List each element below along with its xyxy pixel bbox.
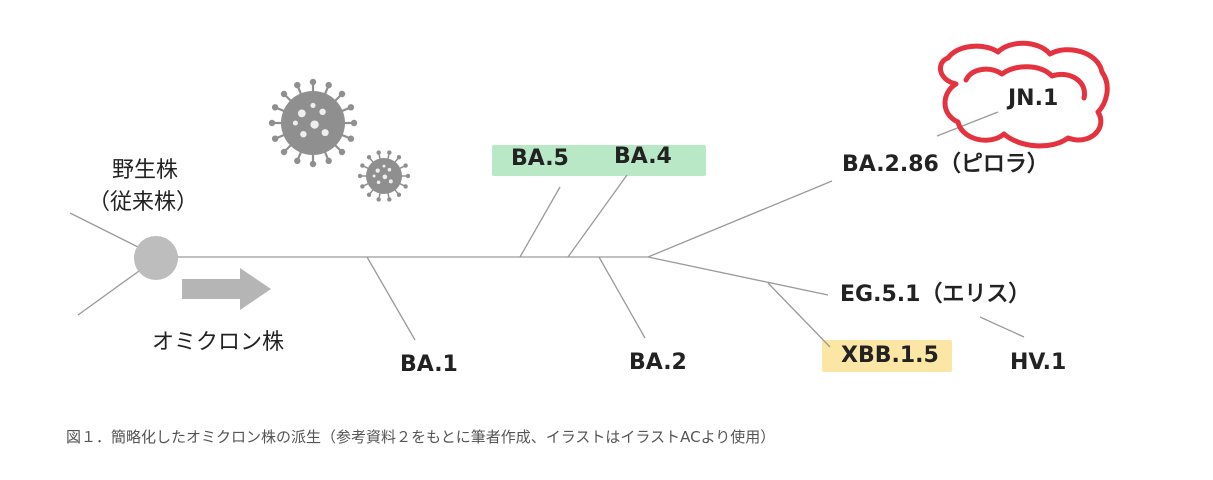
virus-spike-tip bbox=[366, 155, 372, 160]
ba286-label: BA.2.86（ピロラ） bbox=[842, 152, 1049, 177]
jn1-branch bbox=[936, 111, 999, 137]
ba1-label: BA.1 bbox=[400, 352, 458, 377]
coronavirus-icon-large bbox=[268, 78, 358, 168]
virus-spike-tip bbox=[347, 135, 355, 142]
eg51-branch bbox=[647, 256, 829, 296]
ba2-label: BA.2 bbox=[629, 350, 687, 375]
virus-surface-dot bbox=[300, 131, 307, 138]
virus-surface-dot bbox=[382, 174, 388, 180]
virus-spike-tip bbox=[268, 119, 276, 127]
figure-caption: 図１．簡略化したオミクロン株の派生（参考資料２をもとに筆者作成、イラストはイラス… bbox=[66, 428, 776, 446]
virus-spike-tip bbox=[271, 135, 279, 142]
virus-spike-tip bbox=[357, 173, 363, 179]
wild-type-branch-lower bbox=[77, 265, 147, 316]
virus-spike-tip bbox=[338, 148, 346, 156]
virus-spike-tip bbox=[405, 173, 411, 179]
wild-type-alt-label: （従来株） bbox=[88, 190, 199, 215]
virus-spike-tip bbox=[325, 157, 332, 165]
coronavirus-icon-small bbox=[357, 150, 411, 202]
xbb-branch bbox=[767, 282, 831, 348]
virus-spike-tip bbox=[403, 184, 408, 189]
virus-spike-tip bbox=[376, 197, 381, 202]
virus-surface-dot bbox=[321, 129, 329, 137]
virus-spike-tip bbox=[347, 104, 355, 111]
virus-spike-tip bbox=[309, 160, 317, 168]
virus-spike-tip bbox=[294, 157, 301, 165]
virus-spike-tip bbox=[360, 184, 365, 189]
virus-surface-dot bbox=[388, 179, 393, 184]
eg51-label: EG.5.1（エリス） bbox=[840, 282, 1031, 307]
virus-spike-tip bbox=[271, 104, 279, 111]
ba4-branch bbox=[567, 174, 628, 258]
omicron-label: オミクロン株 bbox=[152, 330, 285, 355]
wild-type-branch-upper bbox=[69, 212, 147, 252]
virus-spike-tip bbox=[387, 197, 392, 202]
virus-surface-dot bbox=[382, 164, 386, 168]
xbb-highlight bbox=[822, 340, 952, 372]
virus-surface-dot bbox=[292, 120, 298, 126]
virus-spike-tip bbox=[350, 119, 358, 127]
ba1-branch bbox=[366, 256, 416, 341]
virus-spike-tip bbox=[280, 148, 288, 156]
virus-surface-dot bbox=[310, 102, 316, 108]
hv1-branch bbox=[979, 316, 1025, 338]
virus-surface-dot bbox=[387, 167, 392, 172]
right-arrow-icon bbox=[182, 268, 271, 310]
ba2-branch bbox=[598, 256, 646, 339]
virus-surface-dot bbox=[297, 109, 306, 118]
virus-surface-dot bbox=[319, 108, 326, 116]
virus-spike-tip bbox=[309, 78, 317, 86]
virus-spike-tip bbox=[280, 90, 288, 98]
hv1-label: HV.1 bbox=[1010, 350, 1067, 375]
virus-spike-tip bbox=[387, 150, 392, 155]
virus-spike-tip bbox=[403, 163, 408, 168]
wild-type-label: 野生株 bbox=[112, 158, 179, 183]
virus-spike-tip bbox=[396, 192, 402, 197]
jn1-label: JN.1 bbox=[1008, 86, 1059, 111]
virus-spike-tip bbox=[360, 163, 365, 168]
ba286-branch bbox=[647, 180, 833, 258]
virus-spike-tip bbox=[366, 192, 372, 197]
red-scribble-highlight bbox=[938, 40, 1110, 149]
ba4-ba5-highlight bbox=[492, 145, 706, 176]
virus-spike-tip bbox=[396, 155, 402, 160]
ba4-label: BA.4 bbox=[614, 144, 672, 169]
virus-spike-tip bbox=[325, 81, 332, 89]
virus-surface-dot bbox=[310, 120, 319, 129]
virus-spike-tip bbox=[294, 81, 301, 89]
virus-spike-tip bbox=[338, 90, 346, 98]
wild-type-node bbox=[134, 236, 178, 280]
ba5-label: BA.5 bbox=[511, 146, 569, 171]
virus-surface-dot bbox=[375, 168, 380, 173]
ba5-branch bbox=[519, 186, 561, 258]
virus-surface-dot bbox=[372, 174, 376, 178]
virus-surface-dot bbox=[376, 180, 381, 185]
xbb15-label: XBB.1.5 bbox=[841, 343, 939, 368]
virus-spike-tip bbox=[376, 150, 381, 155]
